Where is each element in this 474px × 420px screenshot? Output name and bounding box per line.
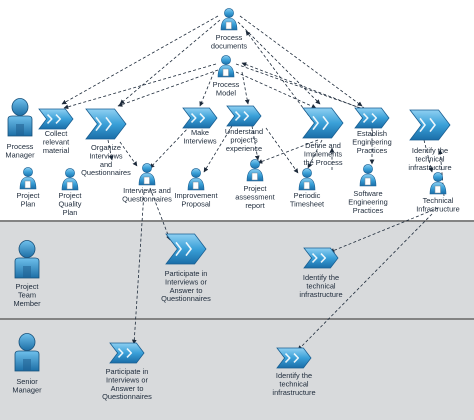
activity-make-interviews-icon [182,107,218,129]
flow-arrow [149,125,191,169]
artifact-improvement-proposal-icon [187,168,205,191]
role-process-manager-icon [7,98,33,137]
artifact-project-assessment-report-icon [246,159,264,182]
flow-arrow [237,21,321,105]
flow-arrow [239,15,363,107]
flow-arrow [307,139,323,169]
flow-arrow [251,125,260,161]
artifact-project-plan-icon [19,167,37,190]
flow-arrows [61,15,445,351]
artifact-periodic-timesheet-icon [298,168,316,191]
flow-arrow [241,62,361,109]
role-senior-manager-icon [14,333,40,372]
lane-senior-manager [0,320,474,420]
artifact-technical-infrastructure-icon [429,172,447,195]
flow-arrow [119,19,221,105]
flow-arrow [149,187,171,241]
activity-define-icon [302,107,344,139]
artifact-process-documents-icon [220,8,238,31]
activity-collect-icon [38,108,74,130]
activity-identify-pm-icon [409,109,451,141]
flow-arrow [241,71,250,105]
flow-arrow [245,30,313,121]
activity-participate-sm-icon [109,342,145,364]
role-project-team-member-icon [14,240,40,279]
activity-organize-icon [85,108,127,140]
artifact-process-model-icon [217,55,235,78]
flow-arrow [329,207,439,253]
flow-arrow [117,69,219,107]
activity-identify-ptm-icon [303,247,339,269]
flow-arrow [297,213,433,351]
artifact-interviews-questionnaires-icon [138,163,156,186]
flow-arrow [131,191,145,345]
flow-arrow [235,63,367,111]
flow-arrow [423,139,434,173]
artifact-software-engineering-practices-icon [359,164,377,187]
lane-project-team-member [0,222,474,318]
flow-arrow [199,71,215,107]
flow-arrow [61,15,219,105]
flow-arrow [63,63,217,110]
activity-understand-icon [226,105,262,127]
flow-arrow [257,139,319,164]
flow-arrow [265,127,299,174]
flow-arrow [235,71,317,109]
flow-arrow [107,139,114,161]
activity-establish-icon [354,107,390,129]
flow-arrow [203,125,233,173]
artifact-project-quality-plan-icon [61,168,79,191]
activity-participate-ptm-icon [165,233,207,265]
activity-identify-sm-icon [276,347,312,369]
